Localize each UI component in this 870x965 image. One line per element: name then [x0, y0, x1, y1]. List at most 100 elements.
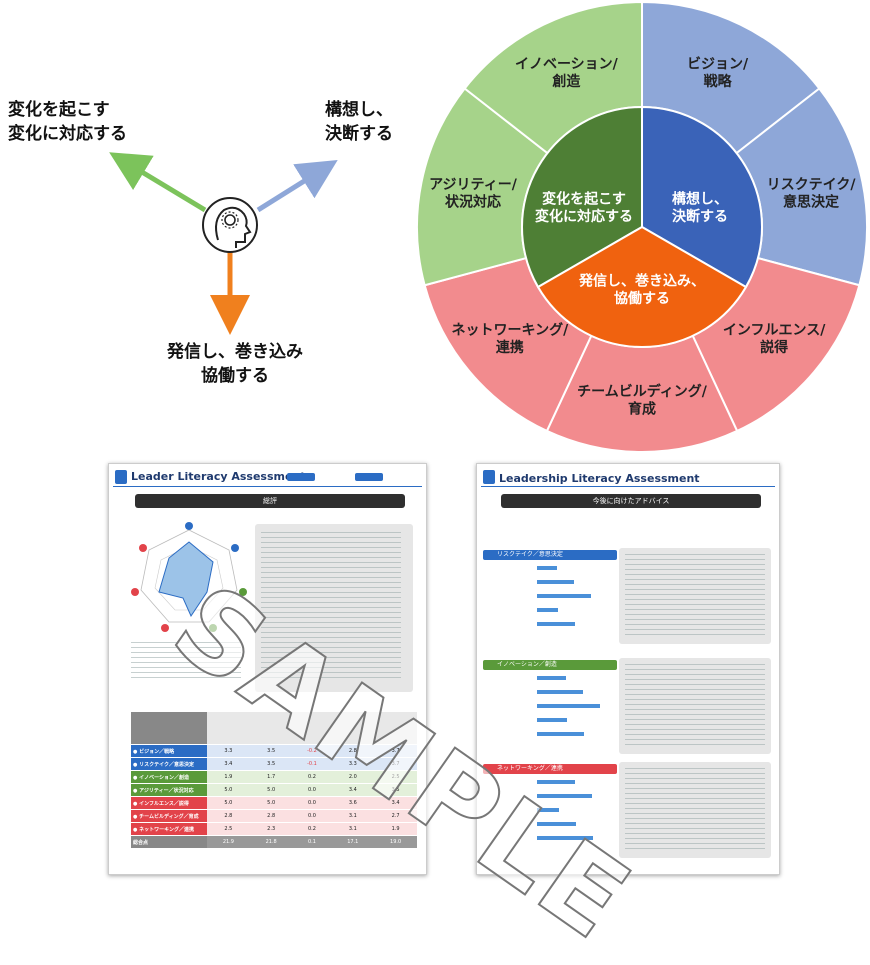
table-cell: 3.7: [374, 744, 417, 758]
axis-arrows: [109, 152, 338, 335]
wheel-outer-label: イノベーション/創造: [515, 57, 619, 91]
total-label: 総合点: [131, 835, 207, 849]
table-cell: 0.2: [292, 770, 332, 784]
advice-bar: [537, 622, 575, 626]
wheel-outer-label: アジリティー/状況対応: [429, 177, 518, 211]
table-cell: 3.4: [374, 796, 417, 810]
table-cell: 0.0: [292, 796, 332, 810]
table-cell: 2.0: [331, 770, 375, 784]
advice-bar: [537, 676, 566, 680]
advice-bar: [537, 566, 557, 570]
summary-banner: 総評: [135, 494, 405, 508]
arrow-change: [109, 152, 207, 213]
advice-text: [625, 768, 765, 852]
table-cell: -0.2: [292, 744, 332, 758]
wheel-outer-label: インフルエンス/説得: [723, 322, 826, 356]
table-cell: 5.0: [207, 783, 250, 797]
wheel-inner-segment: [536, 225, 748, 348]
wheel-inner-label: 構想し、決断する: [672, 191, 728, 226]
table-cell: 2.5: [207, 822, 250, 836]
table-cell: 3.3: [207, 744, 250, 758]
table-cell: 3.5: [249, 757, 293, 771]
radar-chart: [131, 522, 247, 632]
axis-label-change: 変化を起こす 変化に対応する: [8, 100, 127, 144]
table-cell: 3.6: [331, 796, 375, 810]
row-label: ● イノベーション／創造: [131, 770, 207, 784]
table-cell: 2.7: [374, 809, 417, 823]
table-cell: 3.7: [374, 757, 417, 771]
header-rule: [481, 486, 775, 487]
advice-bar: [537, 608, 558, 612]
advice-bar: [537, 836, 593, 840]
total-cell: 19.0: [374, 835, 417, 849]
wheel-inner-segment: [641, 105, 763, 289]
report-title-right: Leadership Literacy Assessment: [499, 472, 700, 485]
header-rule: [113, 486, 422, 487]
total-cell: 0.1: [292, 835, 332, 849]
table-header-row: [131, 712, 417, 745]
wheel-inner-segment: [521, 105, 643, 289]
company-logo-icon: [115, 470, 127, 484]
advice-bar: [537, 732, 584, 736]
table-cell: -0.1: [292, 757, 332, 771]
table-cell: 2.5: [374, 770, 417, 784]
table-cell: 5.0: [249, 783, 293, 797]
table-cell: 3.4: [207, 757, 250, 771]
table-cell: 1.7: [249, 770, 293, 784]
row-label: ● ネットワーキング／連携: [131, 822, 207, 836]
table-cell: 2.3: [249, 822, 293, 836]
advice-banner: 今後に向けたアドバイス: [501, 494, 761, 508]
table-cell: 2.8: [207, 809, 250, 823]
row-label: ● チームビルディング／育成: [131, 809, 207, 823]
table-cell: 3.5: [249, 744, 293, 758]
company-logo-icon: [483, 470, 495, 484]
advice-bar: [537, 690, 583, 694]
wheel-outer-label: ビジョン/戦略: [687, 57, 749, 91]
total-cell: 17.1: [331, 835, 375, 849]
table-cell: 2.8: [331, 744, 375, 758]
advice-bar: [537, 780, 575, 784]
head-gear-icon: [202, 197, 258, 253]
radar-legend: [131, 642, 241, 682]
advice-text: [625, 664, 765, 748]
table-cell: 3.4: [331, 783, 375, 797]
row-label: ● アジリティー／状況対応: [131, 783, 207, 797]
advice-bar: [537, 594, 591, 598]
advice-bar: [537, 718, 567, 722]
table-cell: 5.0: [207, 796, 250, 810]
header-pill: [287, 473, 315, 481]
table-cell: 0.0: [292, 783, 332, 797]
table-cell: 3.1: [331, 822, 375, 836]
axis-label-engage: 発信し、巻き込み 協働する: [167, 342, 303, 386]
arrow-vision: [256, 160, 338, 213]
wheel-inner-label: 変化を起こす変化に対応する: [535, 191, 633, 226]
table-cell: 2.8: [249, 809, 293, 823]
total-cell: 21.9: [207, 835, 250, 849]
table-cell: 3.3: [331, 757, 375, 771]
total-cell: 21.8: [249, 835, 293, 849]
row-label: ● インフルエンス／説得: [131, 796, 207, 810]
summary-text: [261, 532, 401, 682]
report-sheet-right: Leadership Literacy Assessment 今後に向けたアドバ…: [476, 463, 780, 875]
competency-wheel: ビジョン/戦略リスクテイク/意思決定インフルエンス/説得チームビルディング/育成…: [416, 0, 868, 453]
advice-bar: [537, 580, 574, 584]
header-pill: [355, 473, 383, 481]
table-cell: 3.5: [374, 783, 417, 797]
wheel-inner-label: 発信し、巻き込み、協働する: [578, 273, 705, 308]
wheel-outer-label: ネットワーキング/連携: [452, 321, 570, 356]
report-title: Leader Literacy Assessment: [131, 470, 306, 483]
table-cell: 0.0: [292, 809, 332, 823]
table-cell: 5.0: [249, 796, 293, 810]
row-label: ● リスクテイク／意思決定: [131, 757, 207, 771]
wheel-outer-label: リスクテイク/意思決定: [767, 177, 857, 211]
table-cell: 0.2: [292, 822, 332, 836]
advice-bar: [537, 822, 576, 826]
